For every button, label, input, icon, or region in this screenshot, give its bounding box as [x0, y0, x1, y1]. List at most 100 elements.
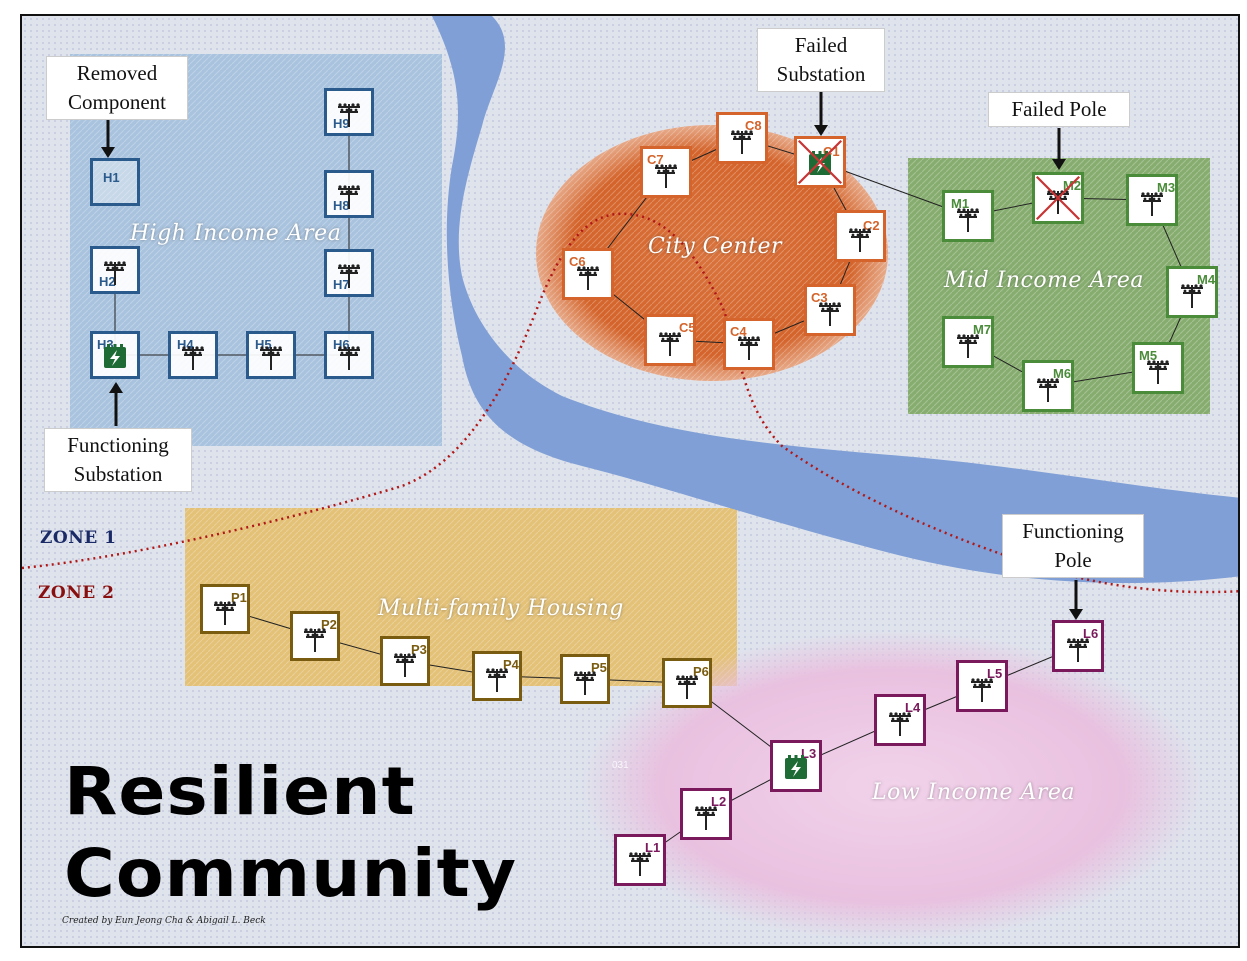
node-h2: H2 — [90, 246, 140, 294]
node-label: H1 — [103, 170, 120, 185]
utility-pole-icon — [625, 847, 655, 877]
utility-pole-icon — [334, 341, 364, 371]
node-label: P6 — [693, 664, 709, 679]
node-label: H2 — [99, 274, 116, 289]
failed-substation-text: Failed Substation — [776, 33, 866, 86]
utility-pole-icon — [655, 327, 685, 357]
node-h4: H4 — [168, 331, 218, 379]
node-m4: M4 — [1166, 266, 1218, 318]
utility-pole-icon — [815, 297, 845, 327]
credit-line: Created by Eun Jeong Cha & Abigail L. Be… — [62, 916, 266, 926]
river — [432, 16, 1238, 584]
zone-2-label: ZONE 2 — [38, 583, 115, 603]
node-p3: P3 — [380, 636, 430, 686]
utility-pole-icon — [334, 180, 364, 210]
node-m5: M5 — [1132, 342, 1184, 394]
node-label: M6 — [1053, 366, 1072, 381]
node-l2: L2 — [680, 788, 732, 840]
failed-pole-callout: Failed Pole — [988, 92, 1130, 127]
high-income-area-label: High Income Area — [130, 221, 342, 246]
removed-component-text: Removed Component — [68, 61, 166, 114]
node-l5: L5 — [956, 660, 1008, 712]
node-m2: M2 — [1032, 172, 1084, 224]
utility-pole-icon — [967, 673, 997, 703]
removed-component-callout: Removed Component — [46, 56, 188, 120]
node-m3: M3 — [1126, 174, 1178, 226]
utility-pole-icon — [727, 125, 757, 155]
functioning-substation-text: Functioning Substation — [67, 433, 169, 486]
callout-arrows — [101, 92, 1083, 620]
utility-pole-icon — [573, 261, 603, 291]
low-income-area-label: Low Income Area — [872, 780, 1076, 805]
node-c4: C4 — [723, 318, 775, 370]
utility-pole-icon — [953, 203, 983, 233]
node-label: C3 — [811, 290, 828, 305]
utility-pole-icon — [1143, 355, 1173, 385]
utility-pole-icon — [734, 331, 764, 361]
utility-pole-icon — [256, 341, 286, 371]
utility-pole-icon — [885, 707, 915, 737]
node-label: P1 — [231, 590, 247, 605]
mid-income-area-label: Mid Income Area — [944, 268, 1144, 293]
substation-icon — [783, 755, 809, 781]
node-h1: H1 — [90, 158, 140, 206]
title-line-2: Community — [64, 835, 518, 912]
functioning-substation-callout: Functioning Substation — [44, 428, 192, 492]
node-label: P3 — [411, 642, 427, 657]
arrow-functioning-substation — [109, 382, 123, 426]
node-label: H7 — [333, 277, 350, 292]
node-c1: C1 — [794, 136, 846, 188]
node-h9: H9 — [324, 88, 374, 136]
arrow-functioning-pole — [1069, 580, 1083, 620]
node-label: L4 — [905, 700, 921, 715]
utility-pole-icon — [482, 663, 512, 693]
node-label: P2 — [321, 617, 337, 632]
arrow-failed-substation — [814, 92, 828, 136]
utility-pole-icon — [1137, 187, 1167, 217]
utility-pole-icon — [845, 223, 875, 253]
node-p5: P5 — [560, 654, 610, 704]
failed-substation-callout: Failed Substation — [757, 28, 885, 92]
utility-pole-icon — [1043, 185, 1073, 215]
node-m7: M7 — [942, 316, 994, 368]
node-h8: H8 — [324, 170, 374, 218]
node-p2: P2 — [290, 611, 340, 661]
utility-pole-icon — [178, 341, 208, 371]
node-l3: L3 — [770, 740, 822, 792]
node-p6: P6 — [662, 658, 712, 708]
node-h7: H7 — [324, 249, 374, 297]
node-label: H8 — [333, 198, 350, 213]
functioning-pole-text: Functioning Pole — [1022, 519, 1124, 572]
node-label: C4 — [730, 324, 747, 339]
substation-icon — [102, 344, 128, 370]
node-l4: L4 — [874, 694, 926, 746]
node-c5: C5 — [644, 314, 696, 366]
utility-pole-icon — [210, 596, 240, 626]
node-l1: L1 — [614, 834, 666, 886]
node-h6: H6 — [324, 331, 374, 379]
node-c2: C2 — [834, 210, 886, 262]
multi-family-housing-label: Multi-family Housing — [378, 596, 624, 621]
utility-pole-icon — [1063, 633, 1093, 663]
node-p1: P1 — [200, 584, 250, 634]
utility-pole-icon — [390, 648, 420, 678]
failed-pole-text: Failed Pole — [1011, 97, 1107, 121]
node-label: M5 — [1139, 348, 1158, 363]
utility-pole-icon — [672, 670, 702, 700]
node-label: P4 — [503, 657, 519, 672]
diagram-frame: High Income Area City Center Mid Income … — [20, 14, 1240, 948]
title-line-1: Resilient — [64, 753, 416, 830]
node-label: L3 — [801, 746, 817, 761]
utility-pole-icon — [300, 623, 330, 653]
utility-pole-icon — [570, 666, 600, 696]
node-h5: H5 — [246, 331, 296, 379]
utility-pole-icon — [953, 329, 983, 359]
node-label: C8 — [745, 118, 762, 133]
utility-pole-icon — [1177, 279, 1207, 309]
node-label: L5 — [987, 666, 1003, 681]
node-h3: H3 — [90, 331, 140, 379]
node-c8: C8 — [716, 112, 768, 164]
node-label: H9 — [333, 116, 350, 131]
low-income-area-bg — [582, 631, 1202, 941]
page-title: Resilient Community — [64, 751, 517, 915]
